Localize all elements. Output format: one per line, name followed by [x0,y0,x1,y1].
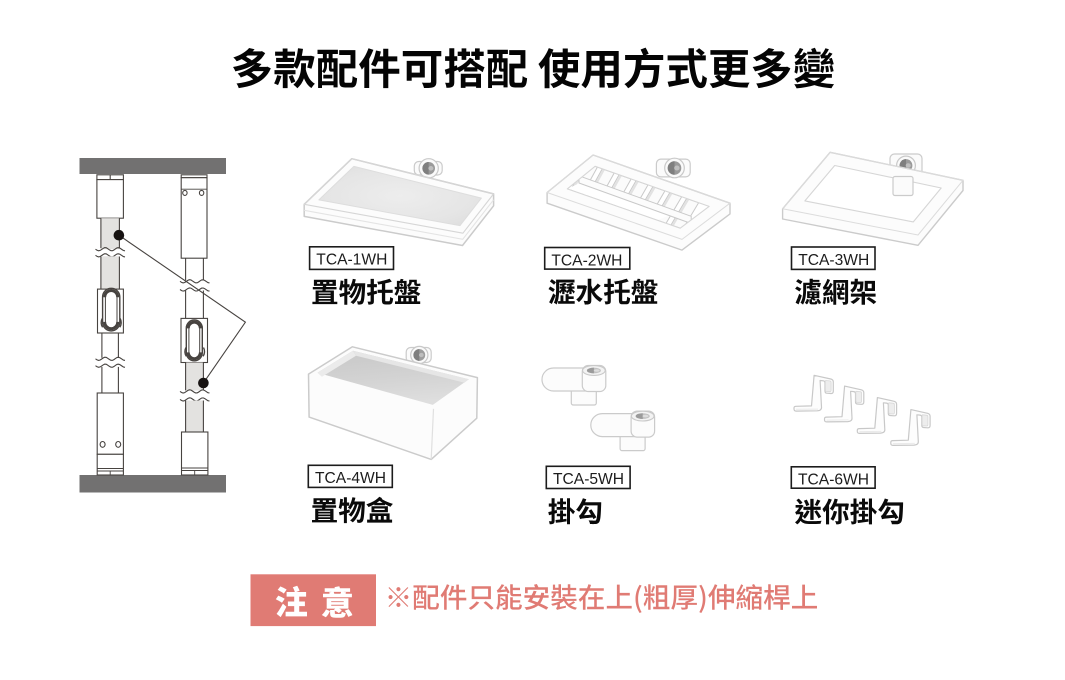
svg-text:TCA-3WH: TCA-3WH [798,252,869,269]
svg-text:TCA-1WH: TCA-1WH [316,252,387,269]
svg-text:TCA-6WH: TCA-6WH [798,472,869,489]
svg-text:TCA-4WH: TCA-4WH [315,470,386,487]
svg-text:TCA-2WH: TCA-2WH [551,252,622,269]
svg-text:TCA-5WH: TCA-5WH [553,471,624,488]
